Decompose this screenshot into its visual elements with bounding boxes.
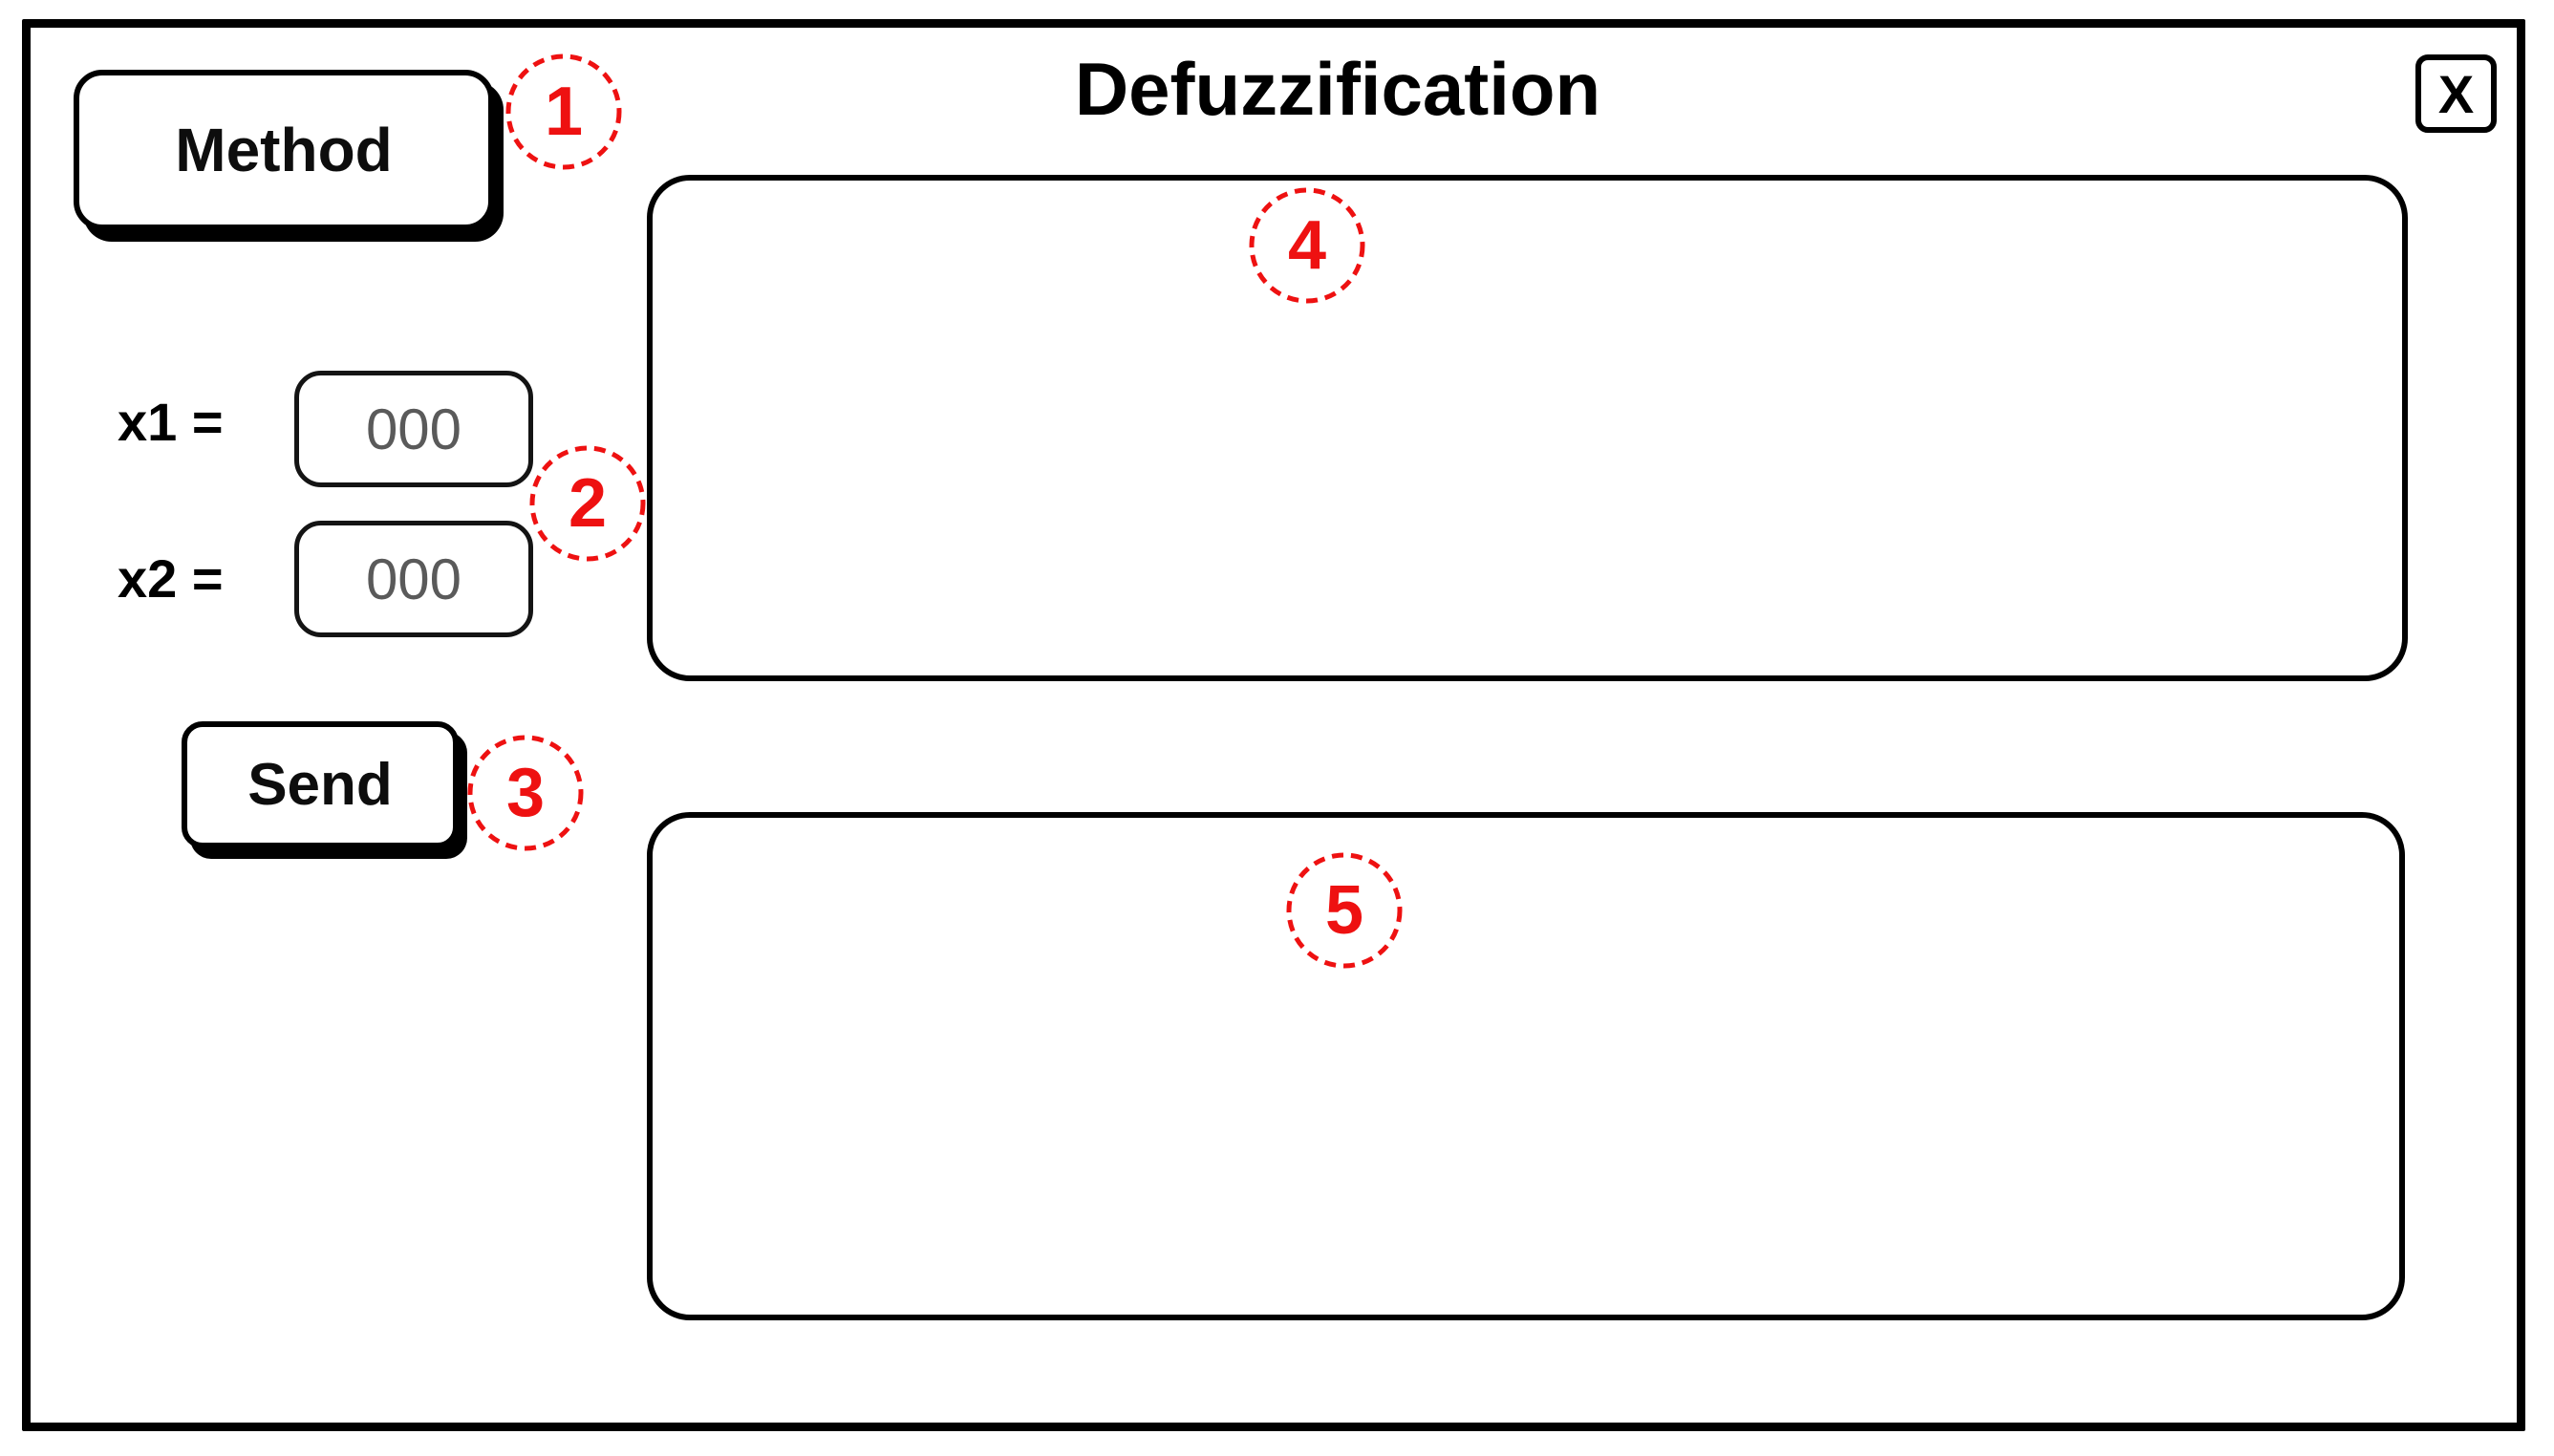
x2-label: x2 =: [118, 548, 224, 609]
x2-input[interactable]: [294, 521, 533, 637]
close-button[interactable]: X: [2415, 54, 2497, 133]
annotation-badge-1: 1: [504, 53, 623, 171]
upper-display-panel: [647, 175, 2408, 681]
method-button[interactable]: Method: [74, 70, 494, 230]
page-title: Defuzzification: [1074, 47, 1601, 131]
annotation-circle-icon: [1286, 852, 1403, 969]
annotation-badge-2: 2: [528, 444, 647, 563]
annotation-badge-3: 3: [466, 734, 585, 852]
annotation-number: 4: [1287, 207, 1327, 284]
annotation-circle-icon: [1249, 187, 1365, 304]
annotation-number: 2: [568, 465, 608, 542]
annotation-circle-icon: [529, 445, 646, 562]
x1-label: x1 =: [118, 392, 224, 452]
annotation-number: 1: [544, 74, 584, 150]
send-button[interactable]: Send: [182, 721, 459, 848]
annotation-number: 3: [505, 755, 546, 831]
x1-input[interactable]: [294, 371, 533, 487]
annotation-badge-4: 4: [1248, 186, 1366, 305]
annotation-circle-icon: [467, 735, 584, 851]
annotation-circle-icon: [505, 54, 622, 170]
annotation-badge-5: 5: [1285, 851, 1404, 970]
lower-display-panel: [647, 812, 2405, 1320]
close-icon: X: [2437, 63, 2475, 124]
annotation-number: 5: [1324, 872, 1364, 949]
